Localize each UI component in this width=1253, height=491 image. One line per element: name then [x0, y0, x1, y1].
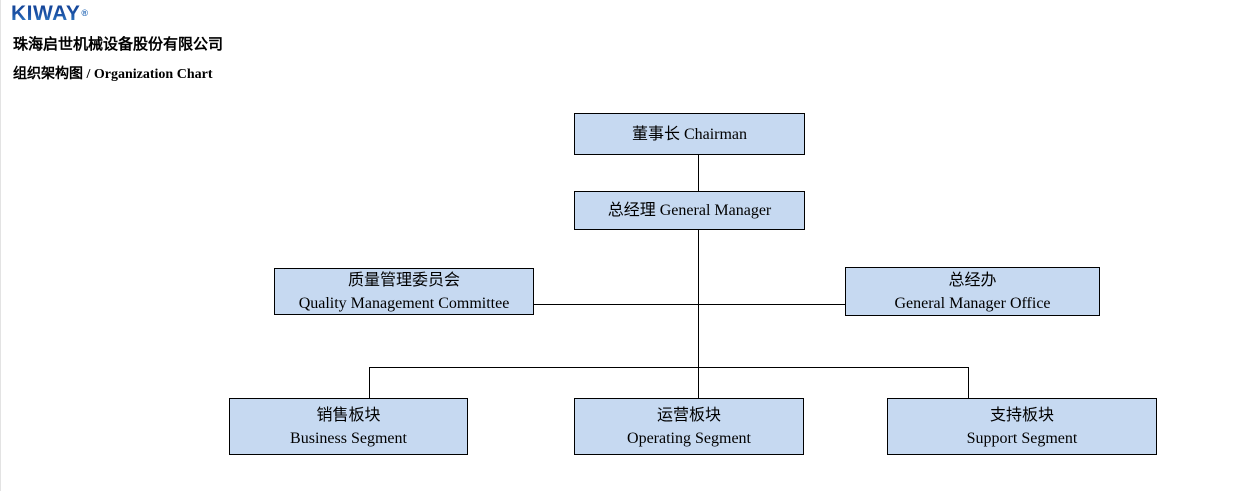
org-node-quality-committee-en: Quality Management Committee — [298, 294, 510, 312]
org-node-support-segment-en: Support Segment — [966, 429, 1078, 447]
org-node-operating-segment-cn: 运营板块 — [656, 406, 721, 424]
org-node-business-segment: 销售板块 Business Segment — [229, 398, 468, 455]
org-node-general-manager-label: 总经理 General Manager — [607, 202, 772, 219]
connector-segments-bus — [369, 367, 968, 368]
org-node-business-segment-cn: 销售板块 — [316, 406, 381, 424]
org-node-quality-committee: 质量管理委员会 Quality Management Committee — [274, 268, 534, 315]
connector-committee-office — [534, 304, 845, 305]
org-node-business-segment-en: Business Segment — [290, 429, 407, 447]
org-node-general-manager: 总经理 General Manager — [574, 191, 805, 230]
org-node-operating-segment: 运营板块 Operating Segment — [574, 398, 804, 455]
chart-title: 组织架构图 / Organization Chart — [13, 67, 213, 82]
connector-drop-business — [369, 367, 370, 398]
org-node-quality-committee-cn: 质量管理委员会 — [347, 271, 460, 289]
org-node-gm-office: 总经办 General Manager Office — [845, 267, 1100, 316]
connector-gm-trunk — [698, 230, 699, 398]
org-node-operating-segment-en: Operating Segment — [627, 429, 751, 447]
connector-chairman-to-gm — [698, 155, 699, 191]
org-node-chairman: 董事长 Chairman — [574, 113, 805, 155]
org-node-gm-office-en: General Manager Office — [894, 294, 1051, 312]
kiway-logo-text: KIWAY — [11, 2, 81, 25]
org-node-chairman-label: 董事长 Chairman — [631, 125, 748, 143]
connector-drop-support — [968, 367, 969, 398]
registered-trademark-mark: ® — [81, 8, 89, 18]
org-node-support-segment: 支持板块 Support Segment — [887, 398, 1157, 455]
org-node-support-segment-cn: 支持板块 — [989, 406, 1054, 424]
kiway-logo: KIWAY® — [11, 3, 89, 25]
org-node-gm-office-cn: 总经办 — [948, 271, 997, 289]
company-name: 珠海启世机械设备股份有限公司 — [13, 37, 224, 53]
